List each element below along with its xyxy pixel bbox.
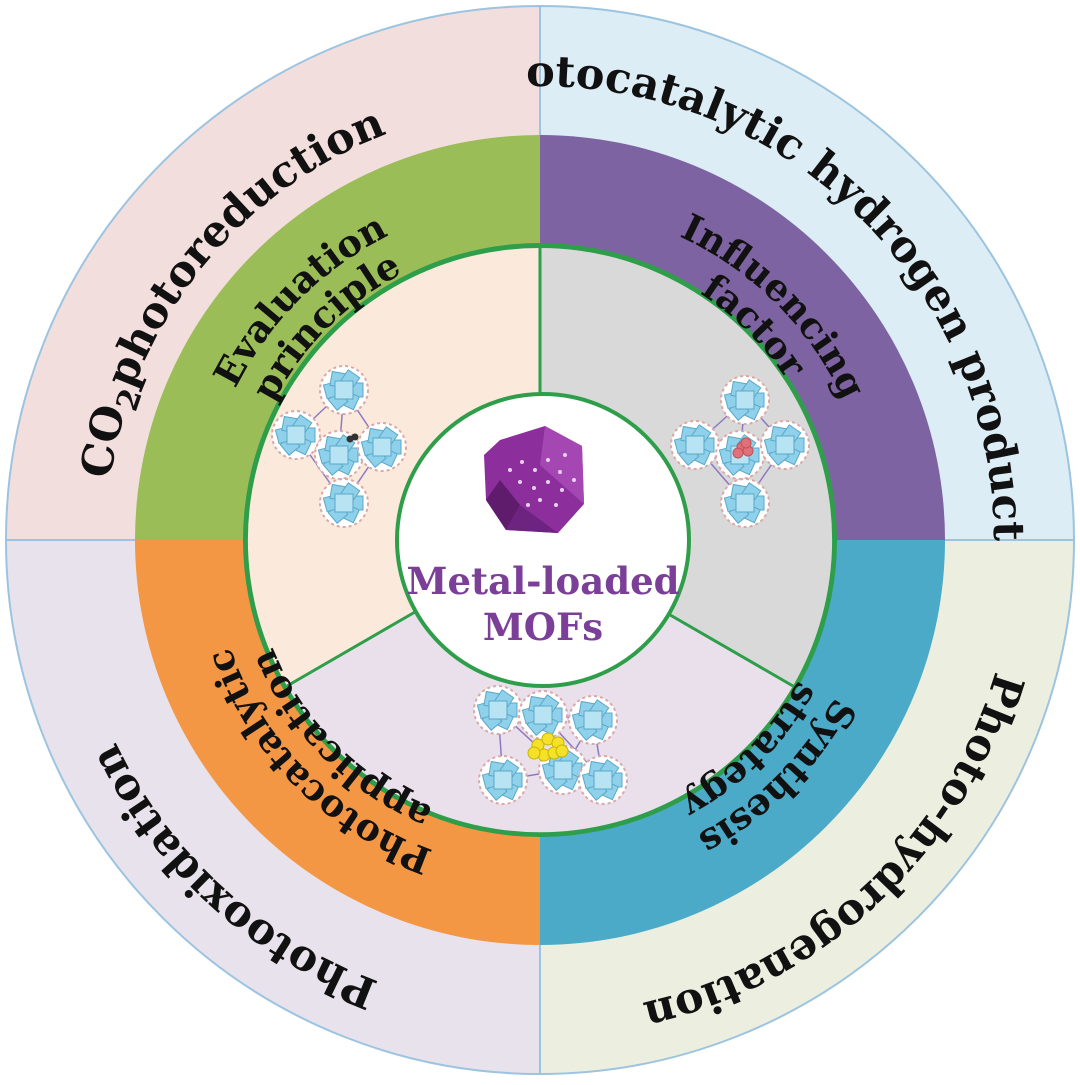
pore-dot <box>533 468 537 472</box>
pore-dot <box>532 486 536 490</box>
pore-dot <box>554 503 558 507</box>
mof-polyhedron-icon <box>484 426 584 533</box>
cluster-core <box>583 710 603 730</box>
cluster-core <box>286 425 306 445</box>
cluster-core <box>488 700 508 720</box>
polyhedron-pores <box>508 453 576 507</box>
guest-atom <box>555 744 569 758</box>
cluster-core <box>685 435 705 455</box>
pore-dot <box>558 470 562 474</box>
cluster-core <box>334 380 354 400</box>
center-hub: Metal-loaded MOFs <box>395 392 691 688</box>
pore-dot <box>560 488 564 492</box>
pore-dot <box>538 498 542 502</box>
mof-structure-right <box>670 375 810 528</box>
guest-molecule-red <box>732 437 754 459</box>
pore-dot <box>520 460 524 464</box>
mof-structure-left <box>271 365 407 528</box>
mof-structure-bottom <box>473 685 628 805</box>
pore-dot <box>572 478 576 482</box>
cluster-core <box>329 445 349 465</box>
inner-divider-right <box>664 610 794 688</box>
pore-dot <box>508 468 512 472</box>
cluster-core <box>372 437 392 457</box>
guest-molecule-yellow <box>527 732 569 762</box>
pore-dot <box>546 458 550 462</box>
guest-molecule-dark <box>346 433 359 443</box>
cluster-core <box>775 435 795 455</box>
pore-dot <box>526 503 530 507</box>
guest-atom <box>740 437 752 449</box>
pore-dot <box>518 480 522 484</box>
center-circle <box>395 392 691 688</box>
inner-divider-left <box>286 610 416 688</box>
cluster-core <box>553 760 573 780</box>
cluster-core <box>735 390 755 410</box>
guest-atom <box>732 447 744 459</box>
cluster-core <box>593 770 613 790</box>
cluster-core <box>533 705 553 725</box>
center-label-line1: Metal-loaded <box>407 559 680 603</box>
guest-atom <box>527 746 541 760</box>
cluster-core <box>493 770 513 790</box>
center-label-line2: MOFs <box>483 605 603 649</box>
pore-dot <box>546 480 550 484</box>
guest-atom <box>351 433 359 441</box>
pore-dot <box>563 453 567 457</box>
cluster-core <box>735 493 755 513</box>
cluster-core <box>334 493 354 513</box>
